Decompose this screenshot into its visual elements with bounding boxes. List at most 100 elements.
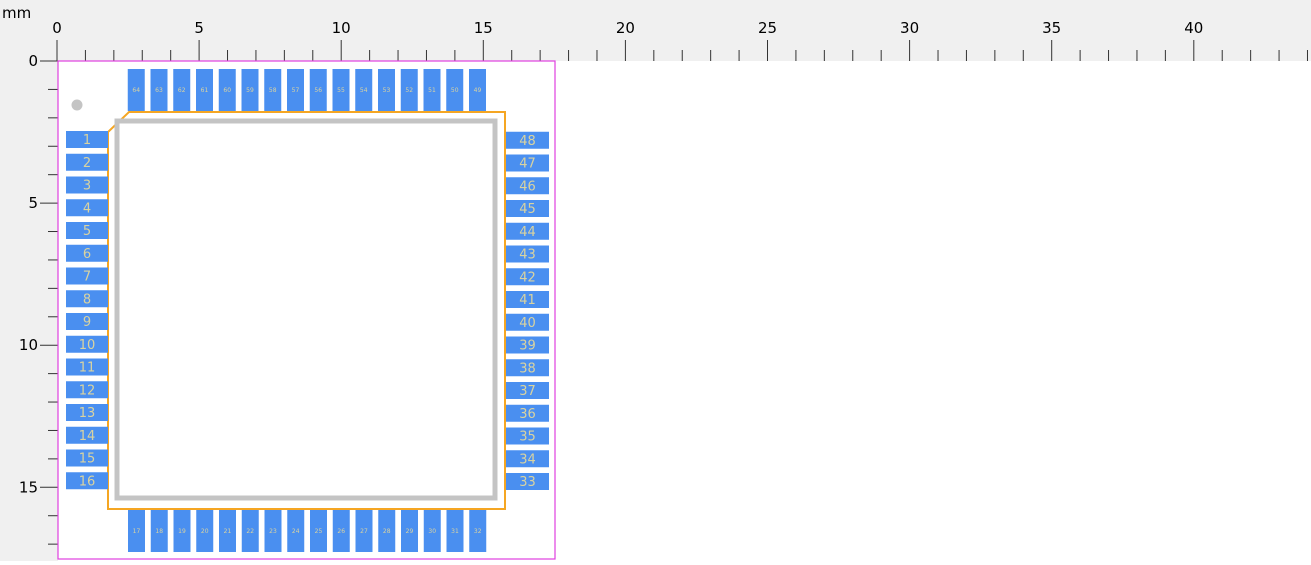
pad[interactable]: 37 — [506, 382, 549, 399]
pad-shape — [378, 510, 396, 552]
pad-number: 9 — [83, 315, 91, 330]
pad[interactable]: 41 — [506, 291, 549, 308]
pad[interactable]: 15 — [66, 449, 108, 467]
pad-shape — [423, 69, 441, 111]
pad[interactable]: 7 — [66, 267, 108, 285]
pad[interactable]: 56 — [309, 69, 327, 111]
pad-number: 26 — [337, 528, 345, 535]
pad[interactable]: 55 — [332, 69, 350, 111]
pad[interactable]: 24 — [287, 510, 305, 552]
pad[interactable]: 61 — [196, 69, 213, 111]
pad[interactable]: 19 — [173, 510, 191, 552]
pad[interactable]: 59 — [241, 69, 259, 111]
pad-number: 61 — [201, 87, 209, 94]
pad[interactable]: 52 — [400, 69, 418, 111]
pad-shape — [66, 335, 108, 353]
pad[interactable]: 4 — [66, 199, 108, 217]
pad[interactable]: 13 — [66, 404, 108, 421]
pad[interactable]: 47 — [506, 154, 549, 172]
pad-number: 25 — [315, 528, 323, 535]
pad[interactable]: 39 — [506, 336, 549, 354]
pad[interactable]: 58 — [264, 69, 282, 111]
pad-number: 60 — [223, 87, 231, 94]
pad-number: 2 — [83, 156, 91, 171]
pad[interactable]: 29 — [401, 510, 418, 552]
pad-shape — [446, 510, 464, 552]
pad-number: 37 — [519, 384, 536, 399]
pad[interactable]: 42 — [506, 268, 549, 286]
pad-number: 15 — [79, 452, 96, 467]
pad[interactable]: 60 — [218, 69, 236, 111]
pad-number: 19 — [178, 528, 186, 535]
pad[interactable]: 44 — [506, 222, 549, 240]
pad-number: 6 — [83, 247, 91, 262]
pad[interactable]: 26 — [332, 510, 350, 552]
pad[interactable]: 11 — [66, 358, 108, 376]
pad[interactable]: 12 — [66, 381, 108, 399]
pad[interactable]: 50 — [446, 69, 464, 111]
pad[interactable]: 6 — [66, 244, 108, 262]
pad-number: 17 — [133, 528, 141, 535]
pad-number: 35 — [519, 430, 536, 445]
pad-number: 22 — [246, 528, 254, 535]
pad[interactable]: 21 — [219, 510, 236, 552]
pad-shape — [287, 69, 304, 111]
pad[interactable]: 25 — [310, 510, 327, 552]
pad[interactable]: 40 — [506, 313, 549, 331]
x-ruler-label: 25 — [758, 19, 777, 37]
pad[interactable]: 16 — [66, 472, 108, 490]
pad[interactable]: 45 — [506, 200, 549, 217]
pad-shape — [506, 450, 549, 468]
pad[interactable]: 43 — [506, 245, 549, 263]
pad[interactable]: 23 — [264, 510, 282, 552]
pad-number: 16 — [79, 474, 96, 489]
pad[interactable]: 30 — [423, 510, 441, 552]
pad[interactable]: 1 — [66, 131, 108, 148]
pad[interactable]: 20 — [196, 510, 214, 552]
pad[interactable]: 3 — [66, 176, 108, 194]
x-ruler-label: 10 — [332, 19, 351, 37]
pad[interactable]: 2 — [66, 153, 108, 171]
units-label: mm — [2, 4, 31, 22]
pad[interactable]: 51 — [423, 69, 441, 111]
pad[interactable]: 8 — [66, 290, 108, 308]
pad[interactable]: 28 — [378, 510, 396, 552]
pad-number: 48 — [519, 134, 536, 149]
pad[interactable]: 9 — [66, 313, 108, 330]
pad[interactable]: 57 — [287, 69, 304, 111]
pad[interactable]: 31 — [446, 510, 464, 552]
pad[interactable]: 5 — [66, 222, 108, 239]
pad[interactable]: 49 — [469, 69, 486, 111]
pad[interactable]: 22 — [241, 510, 259, 552]
pad[interactable]: 33 — [506, 473, 549, 490]
pad[interactable]: 46 — [506, 177, 549, 195]
pad-number: 27 — [360, 528, 368, 535]
pad[interactable]: 18 — [150, 510, 168, 552]
pad-number: 46 — [519, 179, 536, 194]
pad-shape — [66, 131, 108, 148]
pad[interactable]: 38 — [506, 359, 549, 377]
pad[interactable]: 36 — [506, 404, 549, 422]
pad[interactable]: 64 — [127, 69, 145, 111]
pad[interactable]: 27 — [355, 510, 373, 552]
pad[interactable]: 62 — [173, 69, 191, 111]
pad[interactable]: 14 — [66, 426, 108, 444]
pad[interactable]: 10 — [66, 335, 108, 353]
pad[interactable]: 35 — [506, 427, 549, 445]
pad-number: 49 — [474, 87, 482, 94]
pad[interactable]: 17 — [128, 510, 145, 552]
pad-shape — [150, 69, 168, 111]
pad-shape — [506, 131, 549, 149]
pad-shape — [446, 69, 464, 111]
pad[interactable]: 32 — [469, 510, 487, 552]
pad-number: 31 — [451, 528, 459, 535]
pad-number: 42 — [519, 270, 536, 285]
pad[interactable]: 34 — [506, 450, 549, 468]
pad[interactable]: 53 — [378, 69, 395, 111]
pad-shape — [469, 510, 487, 552]
pad[interactable]: 54 — [355, 69, 373, 111]
pad[interactable]: 48 — [506, 131, 549, 149]
pad[interactable]: 63 — [150, 69, 168, 111]
